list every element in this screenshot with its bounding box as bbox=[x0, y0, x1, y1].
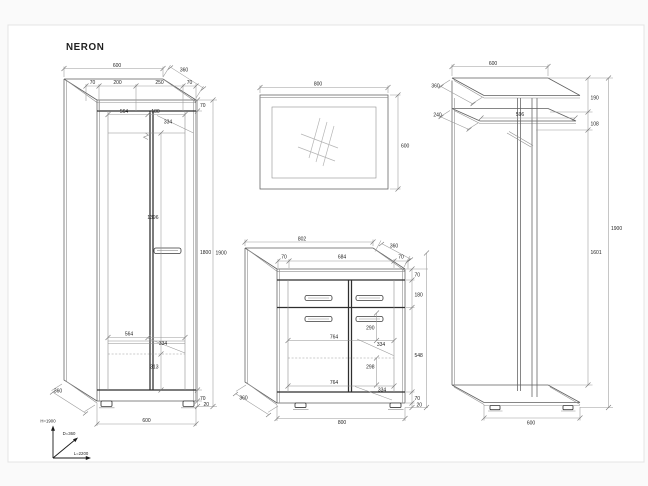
axis-length-label: L=2200 bbox=[74, 451, 89, 456]
commode-right-door-lower-label: 298 bbox=[366, 365, 375, 371]
commode-row-seg3-label: 70 bbox=[398, 255, 404, 261]
mirror-width-label: 800 bbox=[314, 82, 323, 88]
rack-shelf-mid-depth-label: 240 bbox=[433, 113, 442, 119]
drawing-title: NERON bbox=[66, 42, 104, 53]
wardrobe-total-height-label: 1900 bbox=[216, 251, 227, 257]
mirror-frame bbox=[259, 94, 389, 190]
wardrobe-shelf-inset-label: 180 bbox=[151, 109, 160, 115]
wardrobe-depth-bottom-label: 360 bbox=[54, 389, 63, 395]
commode-dim-lines bbox=[235, 239, 428, 421]
wardrobe-panel-thickness bbox=[66, 80, 197, 404]
wardrobe-door-edges bbox=[97, 110, 196, 391]
wardrobe-top-rail-label: 70 bbox=[200, 103, 206, 109]
commode-edge-doubles bbox=[279, 269, 403, 403]
commode-feet-label: 20 bbox=[417, 403, 423, 409]
wardrobe-row-seg2-label: 200 bbox=[113, 80, 122, 86]
wardrobe-interior-lines bbox=[107, 111, 186, 390]
commode-right-door-upper-label: 290 bbox=[366, 326, 375, 332]
wardrobe-width-top-label: 600 bbox=[113, 63, 122, 69]
commode-foot-right bbox=[389, 402, 402, 409]
rack-width-top-label: 600 bbox=[489, 61, 498, 67]
commode-bottom-rail-label: 70 bbox=[415, 396, 421, 402]
rack-column-height-label: 1601 bbox=[591, 250, 602, 256]
axis-lines bbox=[52, 428, 88, 459]
axis-depth-label: D=360 bbox=[63, 431, 76, 436]
commode-diag-upper-label: 334 bbox=[377, 342, 386, 348]
commode-depth-top-label: 360 bbox=[390, 244, 399, 250]
wardrobe-bottom-rail-label: 70 bbox=[200, 396, 206, 402]
commode-diag-lower-label: 334 bbox=[378, 388, 387, 394]
wardrobe-foot-left bbox=[100, 400, 113, 407]
mirror-dim-lines bbox=[259, 85, 401, 190]
wardrobe-drawing: 600 360 70 200 250 70 70 1800 1900 70 20… bbox=[49, 63, 227, 427]
rack-total-height-label: 1900 bbox=[611, 226, 622, 232]
axis-arrowheads bbox=[51, 425, 91, 460]
drawing-sheet bbox=[7, 24, 645, 463]
wardrobe-bottom-section-label: 313 bbox=[150, 365, 159, 371]
wardrobe-feet-label: 20 bbox=[204, 402, 210, 408]
rack-dim-lines bbox=[438, 64, 613, 421]
coat-rack-drawing: 600 360 240 596 190 108 1601 1900 600 bbox=[431, 61, 622, 426]
wardrobe-row-seg1-label: 70 bbox=[90, 80, 96, 86]
rack-posts bbox=[517, 98, 538, 397]
commode-interior-lower-label: 764 bbox=[330, 380, 339, 386]
wardrobe-edge-doubles bbox=[99, 100, 194, 401]
rack-shelf-width-label: 596 bbox=[516, 112, 525, 118]
commode-top-rail-label: 70 bbox=[415, 273, 421, 279]
rack-width-bottom-label: 600 bbox=[527, 420, 536, 426]
rack-outline bbox=[451, 77, 581, 403]
wardrobe-diag-top-label: 334 bbox=[164, 120, 173, 126]
commode-door-height-label: 548 bbox=[415, 353, 424, 359]
wardrobe-interior-height-label: 1800 bbox=[200, 250, 211, 256]
commode-width-top-label: 802 bbox=[298, 236, 307, 242]
mirror-dim-ticks bbox=[257, 84, 401, 192]
wardrobe-shelf-width-top-label: 564 bbox=[120, 109, 129, 115]
commode-front-edges bbox=[277, 279, 405, 393]
mirror-glass bbox=[271, 106, 377, 179]
wardrobe-diag-bottom-label: 334 bbox=[159, 341, 168, 347]
commode-drawer-height-label: 180 bbox=[415, 293, 424, 299]
wardrobe-width-bottom-label: 600 bbox=[142, 418, 151, 424]
wardrobe-depth-top-label: 360 bbox=[180, 68, 189, 74]
wardrobe-row-seg4-label: 70 bbox=[187, 80, 193, 86]
commode-panel-thickness bbox=[247, 249, 406, 406]
commode-depth-bottom-label: 360 bbox=[239, 396, 248, 402]
commode-row-seg2-label: 684 bbox=[338, 255, 347, 261]
commode-drawing: 802 360 70 684 70 70 180 548 70 20 800 3… bbox=[232, 236, 430, 426]
wardrobe-dim-lines bbox=[51, 65, 217, 426]
commode-handle-lines bbox=[308, 297, 380, 320]
wardrobe-door-height-label: 1396 bbox=[147, 215, 158, 221]
axis-indicator: H=1900 D=360 L=2200 bbox=[40, 419, 91, 460]
axis-height-label: H=1900 bbox=[40, 419, 56, 424]
commode-foot-left bbox=[294, 402, 307, 409]
commode-interior-upper-label: 764 bbox=[330, 334, 339, 340]
rack-dim-ticks bbox=[438, 63, 612, 421]
wardrobe-dim-ticks bbox=[49, 65, 216, 427]
wardrobe-front-face bbox=[96, 99, 197, 402]
commode-width-bottom-label: 800 bbox=[338, 420, 347, 426]
commode-row-seg1-label: 70 bbox=[281, 255, 287, 261]
commode-front-face bbox=[276, 268, 406, 404]
rack-foot-left bbox=[489, 405, 501, 411]
wardrobe-row-seg3-label: 250 bbox=[155, 80, 164, 86]
wardrobe-rod-hook bbox=[142, 132, 150, 140]
rack-foot-right bbox=[562, 405, 574, 411]
mirror-drawing: 800 600 bbox=[257, 82, 410, 192]
commode-dim-ticks bbox=[232, 239, 430, 422]
commode-outline bbox=[244, 247, 406, 404]
commode-interior-lines bbox=[287, 280, 395, 392]
wardrobe-shelf-width-bottom-label: 564 bbox=[125, 332, 134, 338]
rack-shelf-top-depth-label: 360 bbox=[431, 84, 440, 90]
rack-hanging-rod bbox=[506, 131, 534, 148]
mirror-glass-hatch bbox=[297, 117, 339, 167]
wardrobe-outline bbox=[63, 78, 197, 402]
mirror-height-label: 600 bbox=[401, 144, 410, 150]
rack-top-section-label: 190 bbox=[591, 95, 600, 101]
rack-mid-section-label: 108 bbox=[591, 121, 600, 127]
wardrobe-foot-right bbox=[182, 400, 195, 407]
